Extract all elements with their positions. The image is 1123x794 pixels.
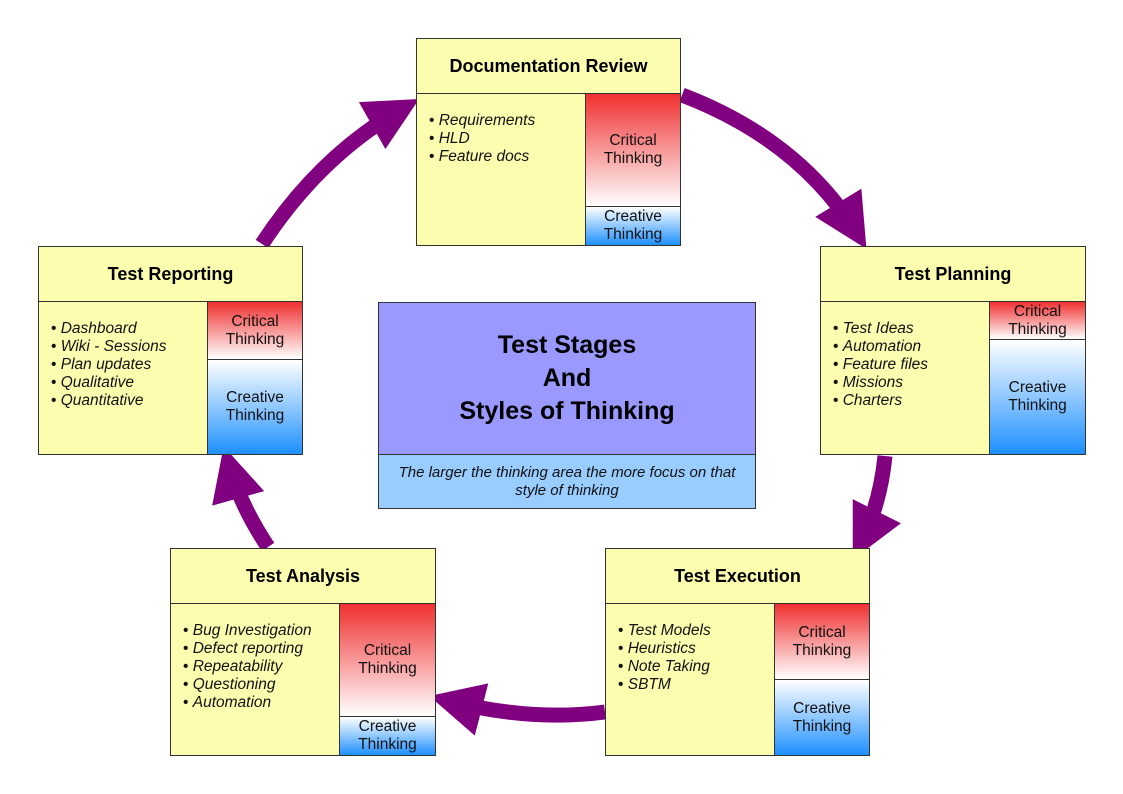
arrow-planning-to-execution [852,455,902,560]
stage-title: Documentation Review [417,39,680,94]
stage-body: Dashboard Wiki - Sessions Plan updates Q… [39,302,302,454]
creative-thinking-label: Creative Thinking [603,208,663,243]
list-item: Bug Investigation [183,622,331,640]
arrow-analysis-to-reporting [212,446,275,552]
creative-thinking-label: Creative Thinking [358,718,417,753]
list-item: Automation [183,694,331,712]
diagram-title-line: Styles of Thinking [459,397,675,425]
critical-thinking-area: Critical Thinking [585,94,680,207]
stage-item-list: Requirements HLD Feature docs [417,94,585,245]
diagram-title-line: And [542,364,592,392]
stage-title: Test Planning [821,247,1085,302]
stage-test-reporting: Test Reporting Dashboard Wiki - Sessions… [38,246,303,455]
creative-thinking-label: Creative Thinking [1008,379,1067,414]
legend-note: The larger the thinking area the more fo… [379,455,755,508]
stage-item-list: Test Models Heuristics Note Taking SBTM [606,604,774,755]
stage-test-execution: Test Execution Test Models Heuristics No… [605,548,870,756]
list-item: Defect reporting [183,640,331,658]
creative-thinking-area: Creative Thinking [774,680,869,755]
list-item: Automation [833,338,981,356]
creative-thinking-area: Creative Thinking [989,340,1085,454]
critical-thinking-label: Critical Thinking [792,623,852,659]
list-item: Dashboard [51,320,199,338]
list-item: Wiki - Sessions [51,338,199,356]
list-item: Charters [833,392,981,410]
list-item: Quantitative [51,392,199,410]
list-item: HLD [429,130,577,148]
stage-body: Test Models Heuristics Note Taking SBTM … [606,604,869,755]
stage-title: Test Reporting [39,247,302,302]
stage-item-list: Bug Investigation Defect reporting Repea… [171,604,339,755]
critical-thinking-area: Critical Thinking [774,604,869,680]
list-item: Feature docs [429,148,577,166]
stage-body: Bug Investigation Defect reporting Repea… [171,604,435,755]
list-item: Missions [833,374,981,392]
list-item: Questioning [183,676,331,694]
critical-thinking-label: Critical Thinking [603,132,663,167]
list-item: Requirements [429,112,577,130]
critical-thinking-label: Critical Thinking [358,642,417,677]
list-item: Plan updates [51,356,199,374]
arrow-reporting-to-review [255,99,420,249]
stage-test-analysis: Test Analysis Bug Investigation Defect r… [170,548,436,756]
creative-thinking-area: Creative Thinking [339,717,435,755]
stage-title: Test Execution [606,549,869,604]
stage-title: Test Analysis [171,549,435,604]
stage-test-planning: Test Planning Test Ideas Automation Feat… [820,246,1086,455]
list-item: Feature files [833,356,981,374]
arrow-review-to-planning [679,87,867,249]
critical-thinking-label: Critical Thinking [1008,302,1067,338]
stage-item-list: Dashboard Wiki - Sessions Plan updates Q… [39,302,207,454]
list-item: SBTM [618,676,766,694]
list-item: Note Taking [618,658,766,676]
list-item: Test Models [618,622,766,640]
creative-thinking-area: Creative Thinking [585,207,680,245]
center-legend-box: Test Stages And Styles of Thinking The l… [378,302,756,509]
stage-item-list: Test Ideas Automation Feature files Miss… [821,302,989,454]
stage-documentation-review: Documentation Review Requirements HLD Fe… [416,38,681,246]
creative-thinking-label: Creative Thinking [225,389,285,424]
diagram-title: Test Stages And Styles of Thinking [379,303,755,455]
list-item: Repeatability [183,658,331,676]
list-item: Qualitative [51,374,199,392]
critical-thinking-area: Critical Thinking [339,604,435,717]
stage-body: Requirements HLD Feature docs Critical T… [417,94,680,245]
critical-thinking-label: Critical Thinking [225,312,285,348]
creative-thinking-area: Creative Thinking [207,360,302,454]
critical-thinking-area: Critical Thinking [207,302,302,360]
list-item: Heuristics [618,640,766,658]
diagram-title-line: Test Stages [497,331,637,359]
list-item: Test Ideas [833,320,981,338]
stage-body: Test Ideas Automation Feature files Miss… [821,302,1085,454]
critical-thinking-area: Critical Thinking [989,302,1085,340]
creative-thinking-label: Creative Thinking [792,699,852,735]
arrow-execution-to-analysis [429,683,606,736]
